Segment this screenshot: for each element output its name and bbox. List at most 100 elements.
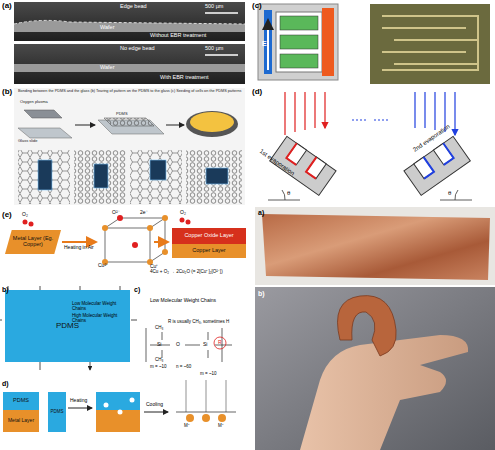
layer-label: PDMS xyxy=(13,398,29,404)
figure-label: 2e⁻ xyxy=(140,210,148,215)
evaporation-schematic-part-part xyxy=(433,143,453,165)
figure-label: a) xyxy=(258,209,264,216)
oxidation-mechanism-part xyxy=(147,225,153,231)
fabrication-schematic-part xyxy=(74,150,126,204)
flexible-film-photo xyxy=(255,287,495,450)
figure-label: Heating in Air xyxy=(64,245,94,250)
sem-photo-part xyxy=(14,2,245,41)
figure-label: R xyxy=(218,340,222,345)
layer-box: Metal Layer xyxy=(3,410,39,432)
layer-box: Metal Layer (Eg. Copper) xyxy=(5,230,61,254)
figure-label: 4Cu + O₂ → 2Cu₂O (= 2[Cu⁺]₂[O²⁻]) xyxy=(150,270,248,275)
fabrication-schematic-part xyxy=(190,112,234,132)
metal-pdms-bonding-part xyxy=(104,403,109,408)
pdms-chain-diffusion-part xyxy=(0,286,137,370)
evaporation-schematic-part-part xyxy=(286,143,306,165)
pdms-structure xyxy=(146,328,232,362)
layer-box: PDMS xyxy=(48,392,66,432)
metal-pdms-bonding-part xyxy=(96,410,140,432)
fabrication-schematic-part xyxy=(94,164,108,188)
fabrication-schematic-part xyxy=(186,111,238,137)
oxidation-mechanism-part xyxy=(62,241,96,243)
fabrication-schematic-part xyxy=(24,110,62,118)
figure-label: No edge bead xyxy=(120,46,155,52)
metal-pdms-bonding-part xyxy=(202,414,210,422)
figure-label: R is usually CH₃, sometimes H xyxy=(168,320,246,325)
figure-label: (a) xyxy=(2,2,12,10)
layer-label: Metal Layer (Eg. Copper) xyxy=(5,236,61,248)
metal-pdms-bonding-part xyxy=(68,408,92,409)
evaporation-schematic-part-part xyxy=(306,157,326,179)
figure-label: Low Molecular Weight Chains xyxy=(72,302,127,311)
pdms-structure-part xyxy=(214,337,226,349)
pdms-structure-part xyxy=(150,332,232,358)
layer-box: Copper Oxide Layer xyxy=(172,228,246,244)
evaporation-schematic-part-part xyxy=(286,143,306,165)
oxidation-mechanism-part xyxy=(132,242,138,248)
cell-electrode-schematic-part xyxy=(276,12,322,72)
fabrication-schematic-part xyxy=(104,118,154,126)
sem-photo-part xyxy=(205,12,238,14)
figure-label: 500 µm xyxy=(205,46,223,52)
oxidation-mechanism-part xyxy=(102,225,108,231)
figure-label: d) xyxy=(2,380,9,387)
metal-pdms-bonding-part xyxy=(144,412,168,413)
figure-label: b) xyxy=(2,286,9,293)
figure-label: (e) xyxy=(2,211,12,219)
figure-label: θ xyxy=(287,190,290,196)
figure-label: Si xyxy=(157,342,161,347)
sem-photo-part xyxy=(14,64,245,72)
fabrication-schematic-part xyxy=(75,125,95,126)
oxidation-mechanism-part xyxy=(162,249,168,255)
figure-label: θ xyxy=(448,190,451,196)
metal-pdms-bonding xyxy=(68,380,236,432)
layer-label: Metal Layer xyxy=(8,418,34,423)
metal-pdms-bonding-part xyxy=(186,414,194,422)
figure-label: CH₃ xyxy=(155,326,163,331)
flexible-film-photo-part xyxy=(255,287,495,450)
copper-film-photo-part xyxy=(262,214,490,280)
evaporation-schematic-part-part xyxy=(414,157,434,179)
layer-label: Copper Layer xyxy=(192,248,225,254)
flexible-film-photo-part xyxy=(338,296,397,356)
sem-photo xyxy=(14,2,245,84)
oxidation-mechanism-part xyxy=(105,218,165,262)
cell-electrode-schematic-part xyxy=(370,4,490,84)
metal-pdms-bonding-part xyxy=(186,380,226,412)
pdms-structure-part xyxy=(146,328,222,362)
fabrication-schematic-part xyxy=(166,125,184,126)
metal-pdms-bonding-part xyxy=(118,410,123,415)
figure-label: Low Molecular Weight Chains xyxy=(150,298,216,303)
evaporation-schematic-part-part xyxy=(433,143,453,165)
figure-label: m = ~10 xyxy=(150,365,167,370)
fabrication-schematic-part xyxy=(18,150,70,204)
cell-electrode-schematic-part xyxy=(267,20,269,70)
oxidation-mechanism-part xyxy=(23,220,28,225)
sem-photo-part xyxy=(14,44,245,84)
layer-label: Copper Oxide Layer xyxy=(184,233,233,239)
figure-label: PDMS xyxy=(116,112,128,116)
copper-film-photo-part xyxy=(255,207,495,285)
figure-label: Bonding between the PDMS and the glass (… xyxy=(18,89,243,93)
figure-label: With EBR treatment xyxy=(160,75,209,81)
fabrication-schematic-part xyxy=(150,160,166,180)
metal-pdms-bonding-part xyxy=(130,398,135,403)
figure-label: Oxygen plasma xyxy=(20,100,48,104)
figure-label: High Molecular Weight Chains xyxy=(72,314,127,323)
fabrication-schematic-part xyxy=(18,128,72,138)
figure-label: O₂ xyxy=(22,212,28,217)
fabrication-schematic-part xyxy=(14,88,245,205)
figure-label: E xyxy=(262,40,267,47)
layer-box: Copper Layer xyxy=(172,244,246,258)
figure-label: m = ~10 xyxy=(200,372,217,377)
figure-label: Si xyxy=(203,342,207,347)
fabrication-schematic-part xyxy=(206,168,228,184)
figure-label: c) xyxy=(134,286,140,293)
figure-label: (c) xyxy=(252,2,262,10)
layer-box: PDMS xyxy=(3,392,39,410)
fabrication-schematic-part xyxy=(130,150,182,204)
figure-label: b) xyxy=(258,290,265,297)
sem-photo-part xyxy=(205,54,238,56)
